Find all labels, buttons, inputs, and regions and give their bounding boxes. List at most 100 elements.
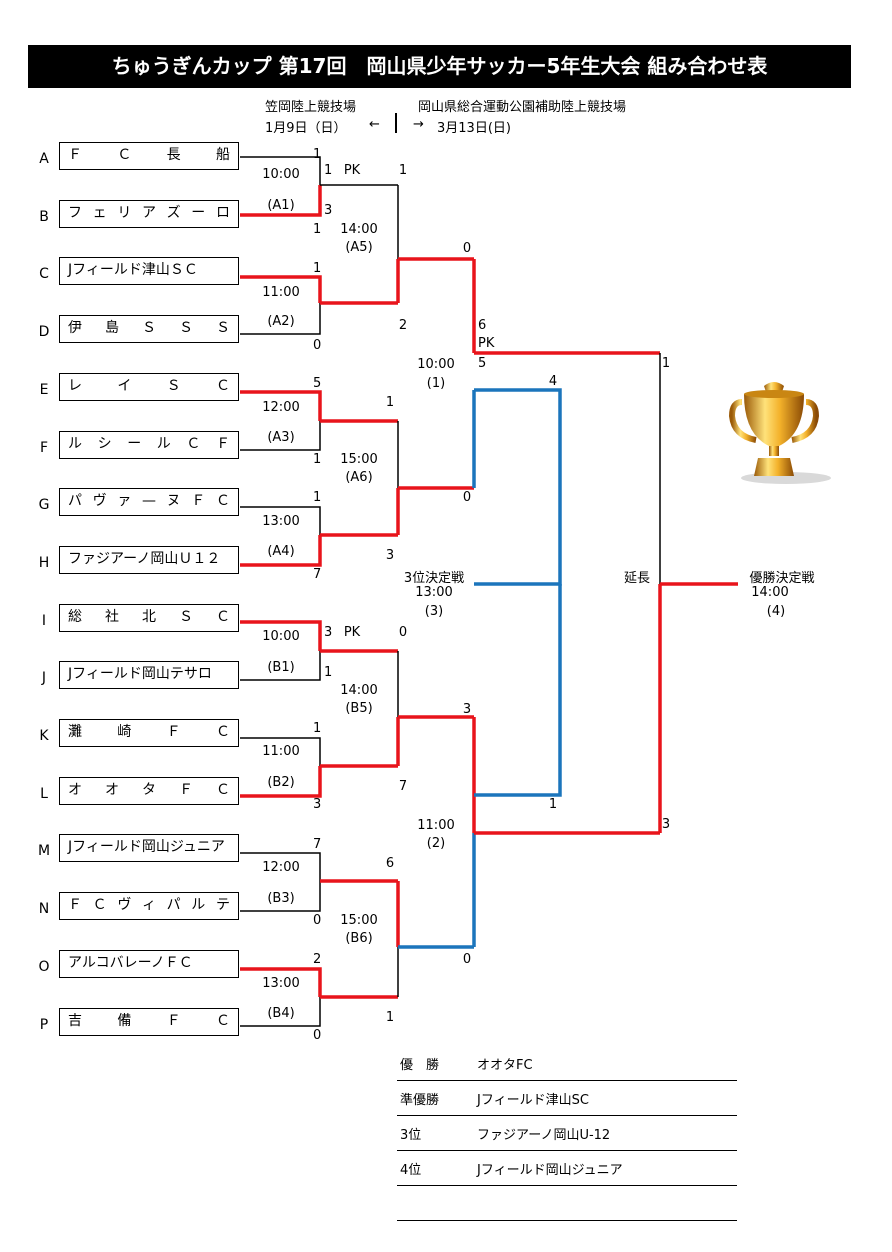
- bracket-label: 3: [661, 817, 671, 832]
- bracket-label: 0: [462, 490, 472, 505]
- bracket-label: 15:00: [340, 452, 378, 467]
- venue-divider: [395, 113, 397, 133]
- venue-left-date: 1月9日（日）: [265, 121, 347, 136]
- bracket-label: 1: [385, 395, 395, 410]
- bracket-line: [240, 620, 322, 651]
- bracket-label: 7: [398, 779, 408, 794]
- bracket-line: [240, 185, 322, 217]
- result-place: 優 勝: [400, 1058, 440, 1073]
- bracket-label: 1: [324, 665, 333, 680]
- team-letter: P: [39, 1016, 49, 1033]
- bracket-line: [240, 506, 321, 535]
- bracket-label: 優勝決定戦: [749, 571, 815, 586]
- bracket-label: 1: [661, 356, 671, 371]
- bracket-label: 0: [313, 913, 322, 928]
- bracket-label: 12:00: [262, 400, 300, 415]
- result-row: 優 勝オオタFC: [397, 1046, 737, 1081]
- bracket-line: [240, 156, 321, 185]
- bracket-label: (B5): [345, 701, 373, 716]
- team-box: Jフィールド岡山テサロ: [59, 661, 239, 690]
- bracket-label: 10:00: [262, 167, 300, 182]
- bracket-label: 1: [313, 490, 322, 505]
- team-letter: O: [38, 958, 50, 975]
- bracket-line: [474, 584, 562, 797]
- trophy-icon: [724, 380, 834, 500]
- bracket-label: 13:00: [415, 585, 453, 600]
- team-letter: L: [40, 785, 48, 802]
- bracket-line: [240, 651, 321, 681]
- bracket-label: 3位決定戦: [403, 571, 465, 586]
- bracket-label: 2: [398, 318, 408, 333]
- team-letter: I: [41, 612, 47, 629]
- team-letter: F: [39, 439, 49, 456]
- bracket-label: (A1): [267, 198, 295, 213]
- result-place: 4位: [400, 1163, 422, 1178]
- bracket-label: 3: [385, 548, 395, 563]
- bracket-line: [240, 997, 321, 1027]
- bracket-label: 3: [324, 625, 333, 640]
- venue-right-name: 岡山県総合運動公園補助陸上競技場: [418, 100, 627, 115]
- bracket-label: 5: [478, 356, 487, 371]
- bracket-label: 6: [478, 318, 487, 333]
- bracket-label: 14:00: [340, 222, 378, 237]
- arrow-left-icon: ←: [369, 117, 380, 132]
- bracket-line: [240, 275, 322, 303]
- bracket-label: 3: [324, 203, 333, 218]
- bracket-line: [240, 737, 321, 766]
- bracket-label: 5: [313, 376, 322, 391]
- bracket-label: (4): [766, 604, 786, 619]
- bracket-label: 10:00: [417, 357, 455, 372]
- bracket-label: (B3): [267, 891, 295, 906]
- bracket-label: PK: [343, 163, 361, 178]
- bracket-label: 7: [313, 567, 322, 582]
- team-box: フェリアズーロ: [59, 199, 239, 228]
- bracket-label: 3: [313, 797, 322, 812]
- bracket-label: 1: [313, 222, 322, 237]
- bracket-label: 1: [313, 147, 322, 162]
- bracket-label: (A4): [267, 544, 295, 559]
- bracket-label: 12:00: [262, 860, 300, 875]
- bracket-line: [240, 421, 321, 451]
- bracket-label: 延長: [623, 571, 651, 586]
- bracket-line: [240, 852, 321, 881]
- result-row: [397, 1186, 737, 1221]
- team-box: Jフィールド岡山ジュニア: [59, 834, 239, 863]
- bracket-label: 11:00: [262, 744, 300, 759]
- team-letter: H: [38, 554, 50, 571]
- bracket-label: 6: [385, 856, 395, 871]
- bracket-label: 1: [313, 452, 322, 467]
- bracket-label: (B4): [267, 1006, 295, 1021]
- bracket-label: 14:00: [751, 585, 789, 600]
- team-letter: K: [39, 728, 49, 744]
- bracket-label: (A2): [267, 314, 295, 329]
- bracket-label: (A6): [345, 470, 373, 485]
- bracket-line: [240, 967, 322, 997]
- bracket-label: PK: [478, 336, 495, 351]
- bracket-label: 4: [548, 374, 558, 389]
- team-letter: E: [39, 381, 49, 398]
- bracket-label: 1: [313, 261, 322, 276]
- arrow-right-icon: →: [413, 117, 424, 132]
- venue-left-name: 笠岡陸上競技場: [265, 100, 357, 115]
- bracket-label: (3): [424, 604, 444, 619]
- result-team: Jフィールド岡山ジュニア: [477, 1163, 623, 1178]
- bracket-label: 0: [462, 952, 472, 967]
- bracket-label: (B1): [267, 660, 295, 675]
- bracket-label: 0: [313, 1028, 322, 1043]
- page-title: ちゅうぎんカップ 第17回 岡山県少年サッカー5年生大会 組み合わせ表: [28, 45, 851, 88]
- bracket-label: 11:00: [262, 285, 300, 300]
- result-place: 3位: [400, 1128, 422, 1143]
- result-team: ファジアーノ岡山U-12: [477, 1128, 611, 1143]
- bracket-line: [240, 535, 322, 567]
- venue-right-date: 3月13日(日): [437, 121, 511, 136]
- bracket-label: (A3): [267, 430, 295, 445]
- bracket-line: [474, 388, 562, 586]
